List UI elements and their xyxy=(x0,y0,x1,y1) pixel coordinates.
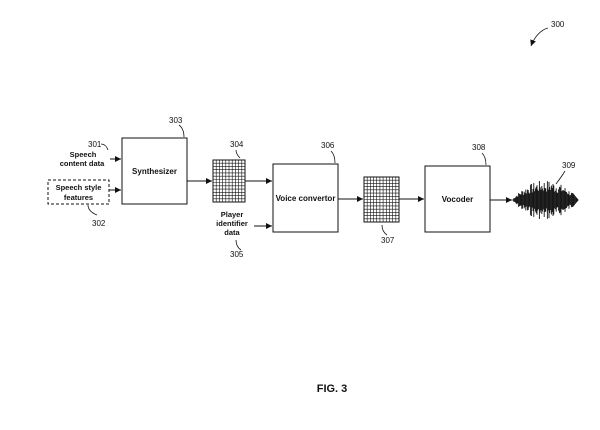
synthesizer-ref: 303 xyxy=(169,116,183,125)
spectrogram-1-ref-leader xyxy=(235,149,241,159)
voice-convertor-box xyxy=(272,163,339,233)
voice-convertor-ref: 306 xyxy=(321,141,335,150)
player-identifier-label-line1: Player xyxy=(221,210,244,219)
vocoder-ref-leader xyxy=(481,152,487,166)
player-identifier-ref: 305 xyxy=(230,250,244,259)
voice-convertor-ref-leader xyxy=(330,150,336,164)
speech-content-ref-leader xyxy=(100,143,109,151)
waveform-ref-leader xyxy=(555,170,566,185)
speech-style-ref-leader xyxy=(87,204,98,216)
synthesizer-label: Synthesizer xyxy=(132,167,177,176)
speech-style-box xyxy=(47,179,110,205)
spectrogram-grid-2 xyxy=(363,176,400,223)
synthesizer-box xyxy=(121,137,188,205)
spectrogram-2-ref-leader xyxy=(381,224,388,236)
figure-caption: FIG. 3 xyxy=(317,383,348,395)
spectrogram-1-ref: 304 xyxy=(230,140,244,149)
speech-style-label-line1: Speech style xyxy=(56,183,102,192)
audio-waveform-icon xyxy=(512,181,579,219)
speech-content-label-line1: Speech xyxy=(70,150,97,159)
vocoder-ref: 308 xyxy=(472,143,486,152)
vocoder-box xyxy=(424,165,491,233)
spectrogram-2-ref: 307 xyxy=(381,236,395,245)
figure-number: 300 xyxy=(551,20,565,29)
vocoder-label: Vocoder xyxy=(442,195,473,204)
player-identifier-label-line2: identifier xyxy=(216,219,248,228)
waveform-ref: 309 xyxy=(562,161,576,170)
speech-style-label-line2: features xyxy=(64,193,93,202)
spectrogram-grid-1 xyxy=(212,159,246,203)
player-identifier-label-line3: data xyxy=(224,228,240,237)
synthesizer-ref-leader xyxy=(178,124,185,138)
player-identifier-ref-leader xyxy=(235,239,242,251)
voice-convertor-label: Voice convertor xyxy=(276,194,336,203)
speech-content-ref: 301 xyxy=(88,140,102,149)
speech-content-label-line2: content data xyxy=(60,159,105,168)
figure-number-arrow xyxy=(530,27,549,47)
speech-style-ref: 302 xyxy=(92,219,106,228)
